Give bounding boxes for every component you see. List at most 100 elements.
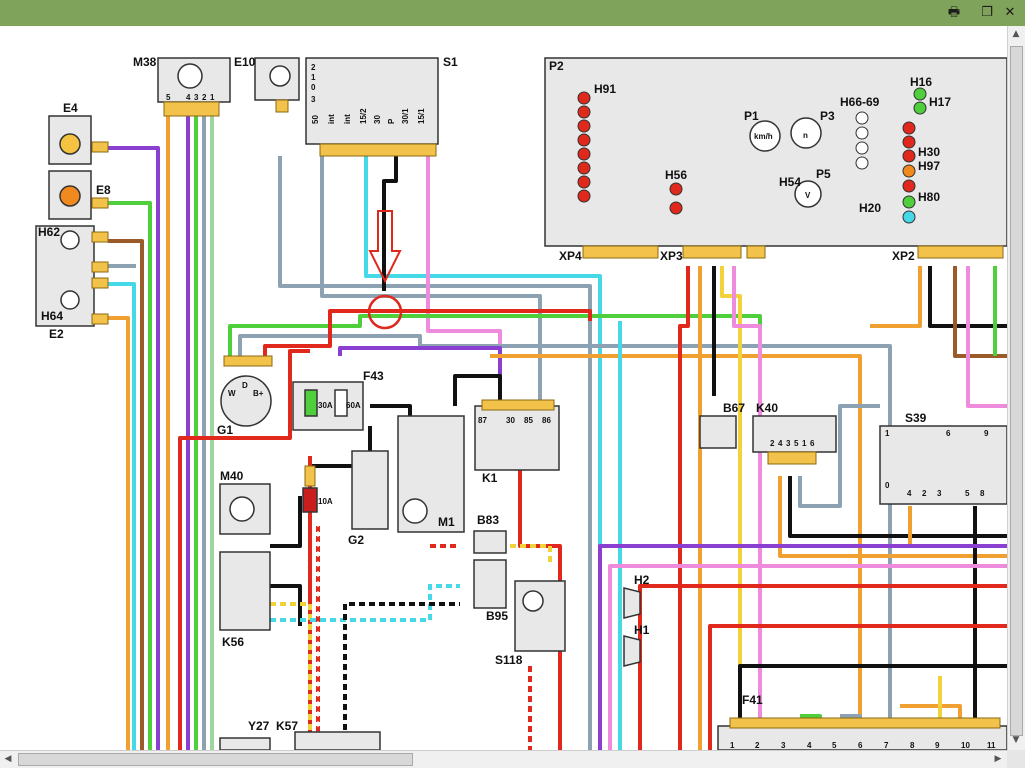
label-h80: H80 <box>918 190 940 204</box>
svg-text:3: 3 <box>786 439 791 448</box>
label-h20: H20 <box>859 201 881 215</box>
svg-text:7: 7 <box>884 741 889 750</box>
scroll-up-icon[interactable]: ▲ <box>1012 29 1020 39</box>
svg-text:B+: B+ <box>253 389 264 398</box>
label-xp4: XP4 <box>559 249 582 263</box>
g1-pins: WD B+ <box>228 381 264 398</box>
label-f41: F41 <box>742 693 763 707</box>
svg-text:5: 5 <box>832 741 837 750</box>
vertical-scrollbar[interactable]: ▲ ▼ <box>1007 26 1025 750</box>
label-xp3: XP3 <box>660 249 683 263</box>
label-h62: H62 <box>38 225 60 239</box>
e4-lamp-icon <box>59 133 81 155</box>
wire-gray-main <box>238 334 892 750</box>
motor-icon <box>177 63 203 89</box>
small-labels: 30A 60A 10A km/h n V <box>318 131 811 506</box>
svg-text:2: 2 <box>755 741 760 750</box>
wire-orange-mid <box>490 354 862 750</box>
printer-icon[interactable]: 🖶 <box>947 5 961 20</box>
wire-orange-e2 <box>108 316 130 750</box>
wire-pink-xp3 <box>732 266 762 750</box>
svg-text:int: int <box>327 114 336 124</box>
label-f43: F43 <box>363 369 384 383</box>
wiring-diagram-canvas[interactable]: M38 E10 S1 P2 E4 E8 H62 H64 E2 H91 P1 P3… <box>0 26 1007 750</box>
svg-text:3: 3 <box>194 93 199 102</box>
svg-text:5: 5 <box>965 489 970 498</box>
label-v: V <box>805 191 811 200</box>
wire-pink-xp2 <box>966 266 1007 408</box>
connectors <box>91 99 1004 729</box>
horizontal-scrollbar[interactable]: ◀ ▶ <box>0 750 1007 768</box>
label-p3: P3 <box>820 109 835 123</box>
wire-red-xp3 <box>678 266 690 750</box>
label-fuse-30a: 30A <box>318 401 333 410</box>
svg-text:9: 9 <box>935 741 940 750</box>
h62-lamp-icon <box>60 230 80 250</box>
close-icon[interactable]: ✕ <box>1004 5 1016 20</box>
label-h97: H97 <box>918 159 940 173</box>
wire-pink-s1 <box>426 156 502 406</box>
svg-text:15/2: 15/2 <box>359 108 368 124</box>
scroll-down-icon[interactable]: ▼ <box>1012 735 1020 745</box>
wire-black-k1 <box>453 374 502 406</box>
label-g2: G2 <box>348 533 364 547</box>
restore-icon[interactable]: ❐ <box>981 5 993 20</box>
label-e4: E4 <box>63 101 78 115</box>
fuse-30a <box>304 389 318 417</box>
p3-tachometer-icon <box>790 117 822 149</box>
m40-motor-icon <box>229 496 255 522</box>
svg-text:9: 9 <box>984 429 989 438</box>
p1-speedometer-icon <box>749 120 781 152</box>
wire-red-f41 <box>708 624 1007 750</box>
label-h1: H1 <box>634 623 650 637</box>
svg-text:3: 3 <box>781 741 786 750</box>
fuse-10a <box>302 487 318 513</box>
svg-text:30: 30 <box>506 416 515 425</box>
label-p2: P2 <box>549 59 564 73</box>
svg-text:int: int <box>343 114 352 124</box>
highlight-arrow <box>367 210 403 330</box>
svg-text:1: 1 <box>802 439 807 448</box>
wire-black-s1 <box>382 156 398 291</box>
scroll-left-icon[interactable]: ◀ <box>4 754 12 764</box>
label-k57: K57 <box>276 719 298 733</box>
s118-lamp-icon <box>522 590 544 612</box>
svg-text:15/1: 15/1 <box>417 108 426 124</box>
label-kmh: km/h <box>754 132 773 141</box>
label-xp2: XP2 <box>892 249 915 263</box>
svg-text:6: 6 <box>858 741 863 750</box>
g1-alternator <box>220 375 272 427</box>
wire-black-k56 <box>270 584 302 626</box>
label-h56: H56 <box>665 168 687 182</box>
label-h17: H17 <box>929 95 951 109</box>
svg-text:4: 4 <box>778 439 783 448</box>
vertical-scroll-thumb[interactable] <box>1010 46 1023 736</box>
h2-horn-icon <box>623 587 641 619</box>
svg-text:2: 2 <box>770 439 775 448</box>
svg-text:1: 1 <box>885 429 890 438</box>
svg-text:4: 4 <box>186 93 191 102</box>
wire-red-bottom <box>638 584 1007 750</box>
h64-lamp-icon <box>60 290 80 310</box>
window-titlebar: 🖶 ❐ ✕ <box>0 0 1025 27</box>
label-h2: H2 <box>634 573 650 587</box>
svg-text:1: 1 <box>311 73 316 82</box>
svg-text:3: 3 <box>937 489 942 498</box>
b83-box <box>473 530 507 554</box>
f41-box <box>717 725 1007 750</box>
scroll-right-icon[interactable]: ▶ <box>994 754 1002 764</box>
svg-text:0: 0 <box>311 83 316 92</box>
label-e8: E8 <box>96 183 111 197</box>
fuse-60a <box>334 389 348 417</box>
horizontal-scroll-thumb[interactable] <box>18 753 413 766</box>
svg-text:6: 6 <box>810 439 815 448</box>
svg-text:2: 2 <box>202 93 207 102</box>
wire-cyan-h64 <box>108 282 136 750</box>
svg-text:10: 10 <box>961 741 970 750</box>
starter-motor-icon <box>402 498 428 524</box>
label-e10: E10 <box>234 55 256 69</box>
labels: M38 E10 S1 P2 E4 E8 H62 H64 E2 H91 P1 P3… <box>38 55 951 733</box>
svg-text:P: P <box>387 118 396 124</box>
